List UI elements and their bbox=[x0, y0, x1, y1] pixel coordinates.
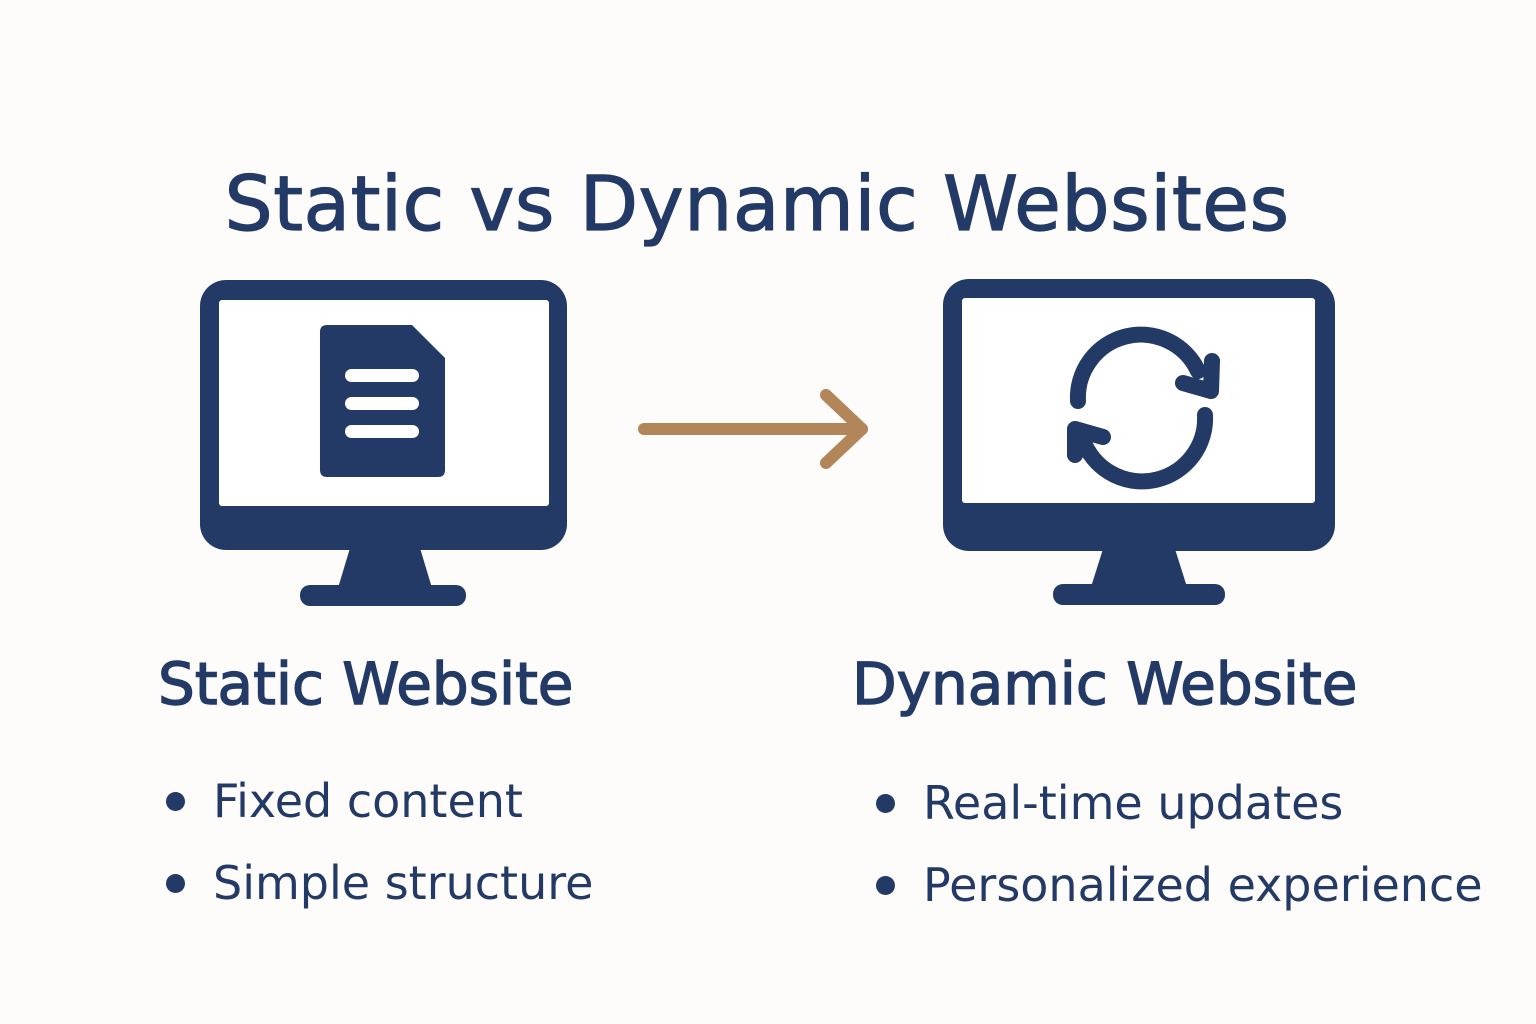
document-icon bbox=[320, 325, 445, 477]
static-website-heading: Static Website bbox=[157, 649, 574, 718]
bullet-icon bbox=[166, 873, 185, 893]
static-features-list: Fixed content Simple structure bbox=[166, 760, 593, 924]
list-item: Real-time updates bbox=[876, 762, 1483, 844]
bullet-icon bbox=[876, 793, 895, 813]
arrow-right-icon bbox=[634, 385, 874, 479]
dynamic-website-heading: Dynamic Website bbox=[851, 649, 1358, 718]
feature-text: Personalized experience bbox=[923, 858, 1483, 912]
monitor-icon bbox=[200, 280, 567, 606]
list-item: Personalized experience bbox=[876, 844, 1483, 926]
list-item: Simple structure bbox=[166, 842, 593, 924]
feature-text: Real-time updates bbox=[923, 776, 1344, 830]
bullet-icon bbox=[166, 791, 185, 811]
static-website-monitor bbox=[200, 280, 567, 607]
feature-text: Simple structure bbox=[213, 856, 594, 910]
refresh-icon bbox=[1067, 326, 1220, 490]
monitor-icon bbox=[943, 279, 1335, 605]
bullet-icon bbox=[876, 875, 895, 895]
dynamic-features-list: Real-time updates Personalized experienc… bbox=[876, 762, 1483, 926]
list-item: Fixed content bbox=[166, 760, 593, 842]
dynamic-website-monitor bbox=[943, 279, 1335, 607]
page-title: Static vs Dynamic Websites bbox=[224, 158, 1290, 248]
feature-text: Fixed content bbox=[213, 774, 523, 828]
